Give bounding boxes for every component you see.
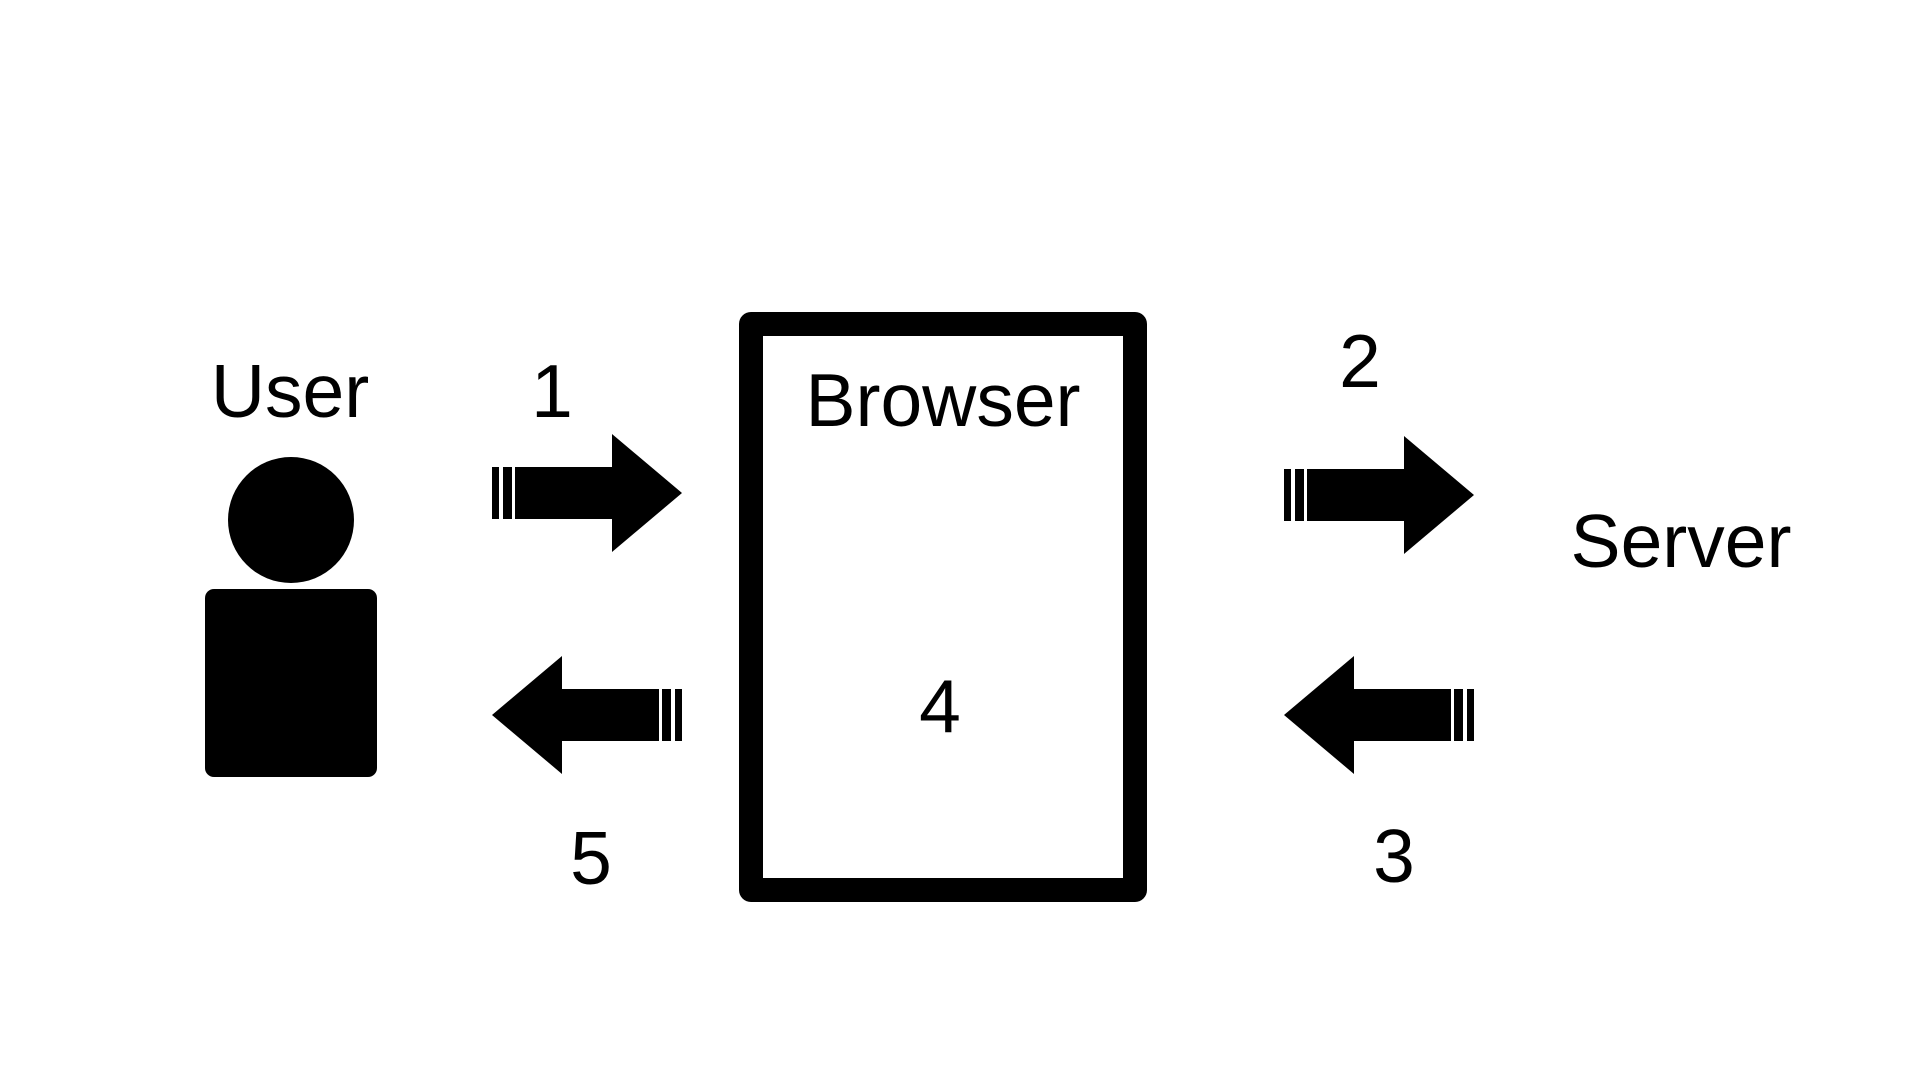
step2-label: 2	[1339, 319, 1381, 403]
browser-label: Browser	[805, 358, 1081, 442]
step1-striped-arrow-right-icon	[492, 434, 682, 552]
step3-label: 3	[1373, 814, 1415, 898]
user-label: User	[210, 349, 370, 433]
step4-label: 4	[919, 664, 961, 748]
browser-box	[739, 312, 1147, 902]
step3-striped-arrow-left-icon	[1284, 656, 1474, 774]
step1-label: 1	[531, 349, 573, 433]
step5-label: 5	[570, 816, 612, 900]
step5-striped-arrow-left-icon	[492, 656, 682, 774]
user-person-icon	[205, 457, 377, 777]
step2-striped-arrow-right-icon	[1284, 436, 1474, 554]
server-label: Server	[1570, 499, 1792, 583]
